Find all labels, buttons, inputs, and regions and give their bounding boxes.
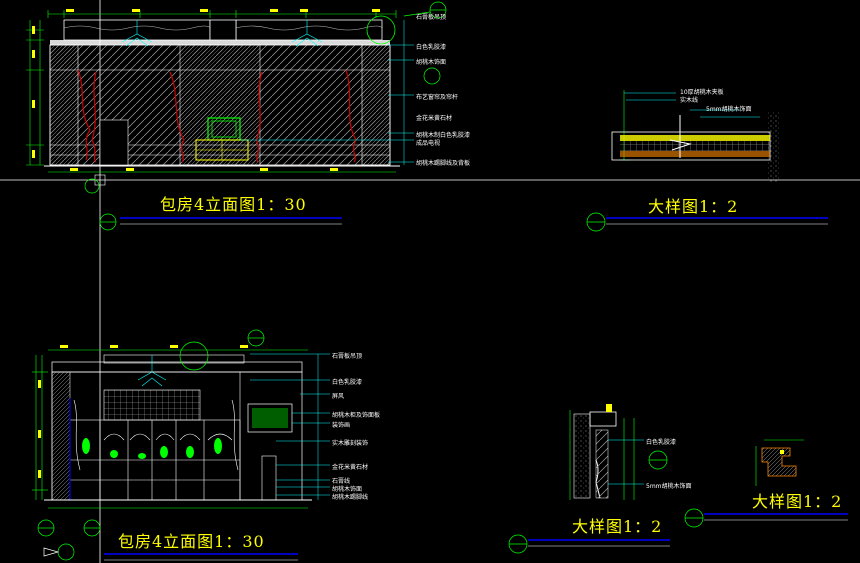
callout-note: 金花米黄石材: [416, 115, 453, 122]
title-elevation-top: 包房4立面图1：30: [160, 195, 307, 214]
top-detail-drawing: [586, 90, 780, 232]
callout-note: 成品电视: [416, 140, 441, 147]
callout-note: 屏风: [332, 393, 345, 400]
callout-note: 胡桃木踢脚线: [332, 494, 369, 501]
title-elevation-bottom: 包房4立面图1：30: [118, 532, 265, 551]
title-underlines: [104, 217, 848, 561]
callout-note: 胡桃木饰面: [332, 486, 363, 493]
title-detail-bottom-mid: 大样图1：2: [572, 517, 663, 536]
callout-note: 实木雕刻装饰: [332, 440, 369, 447]
bottom-detail-right-drawing: [684, 439, 804, 528]
callout-note: 白色乳胶漆: [416, 44, 447, 51]
callout-note: 胡桃木饰面: [416, 59, 447, 66]
title-detail-bottom-right: 大样图1：2: [752, 492, 843, 511]
top-elevation-drawing: [26, 1, 447, 231]
callout-note: 5mm胡桃木饰面: [706, 106, 752, 113]
callout-note: 白色乳胶漆: [646, 439, 677, 446]
callout-note: 5mm胡桃木饰面: [646, 483, 692, 490]
callout-note: 胡桃木柜及饰面板: [332, 412, 381, 419]
callout-note: 石膏板吊顶: [332, 353, 363, 360]
title-detail-top: 大样图1：2: [648, 197, 739, 216]
callout-note: 实木线: [680, 97, 699, 104]
callout-note: 金花米黄石材: [332, 464, 369, 471]
callout-note: 布艺窗帘及帘杆: [416, 94, 459, 101]
bottom-detail-middle-drawing: [508, 404, 668, 554]
bottom-elevation-drawing: [32, 329, 330, 561]
callout-note: 石膏板吊顶: [416, 14, 447, 21]
callout-note: 装饰画: [332, 422, 351, 429]
callout-note: 胡桃木踢脚线及背板: [416, 160, 471, 167]
callout-note: 石膏线: [332, 478, 351, 485]
callout-note: 胡桃木制白色乳胶漆: [416, 132, 471, 139]
callout-note: 10厚胡桃木夹板: [680, 89, 724, 96]
callout-note: 白色乳胶漆: [332, 379, 363, 386]
